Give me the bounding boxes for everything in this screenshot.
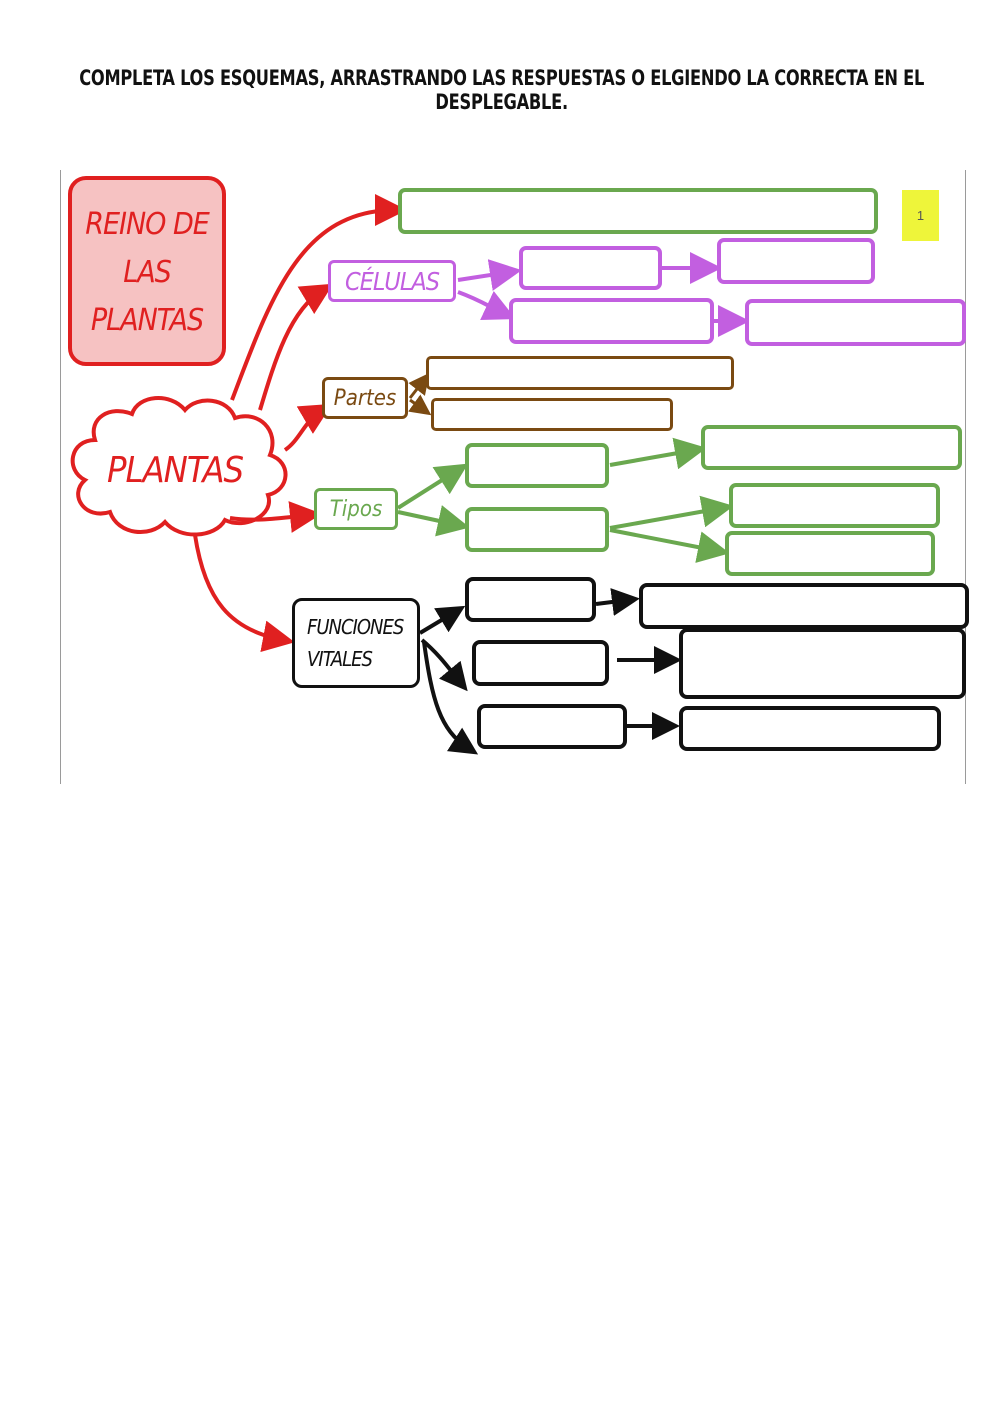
title-text: REINO DE LAS PLANTAS	[85, 207, 210, 338]
mag-arrow-1	[457, 259, 522, 291]
funciones-text: FUNCIONES VITALES	[307, 615, 404, 671]
tipos-label: Tipos	[314, 488, 398, 530]
drop-box-tipos-1[interactable]	[465, 443, 609, 488]
brown-arrow-1	[408, 372, 430, 399]
celulas-label: CÉLULAS	[328, 260, 456, 302]
drop-box-funciones-5[interactable]	[477, 704, 627, 749]
drop-box-funciones-2[interactable]	[639, 583, 969, 629]
center-label: PLANTAS	[106, 449, 244, 491]
drop-box-celulas-2[interactable]	[717, 238, 875, 284]
drop-box-funciones-6[interactable]	[679, 706, 941, 751]
red-arrow-partes	[283, 403, 333, 452]
partes-label: Partes	[322, 377, 408, 419]
green-arrow-5	[609, 528, 730, 563]
black-arrow-4	[595, 588, 640, 616]
drop-box-tipos-3[interactable]	[701, 425, 962, 470]
drop-box-tipos-5[interactable]	[725, 531, 935, 576]
drop-box-top[interactable]	[398, 188, 878, 234]
black-arrow-1	[418, 605, 466, 635]
green-arrow-2	[397, 505, 470, 537]
drop-box-celulas-4[interactable]	[745, 299, 966, 346]
title-box	[68, 176, 226, 366]
red-arrow-celulas	[258, 283, 334, 411]
brown-arrow-2	[408, 394, 432, 416]
drop-box-funciones-1[interactable]	[465, 577, 596, 622]
drop-box-funciones-4[interactable]	[679, 628, 966, 699]
drop-box-tipos-4[interactable]	[729, 483, 940, 528]
drop-box-partes-1[interactable]	[426, 356, 734, 390]
drop-box-celulas-1[interactable]	[519, 246, 662, 290]
instructions: COMPLETA LOS ESQUEMAS, ARRASTRANDO LAS R…	[79, 66, 925, 114]
drop-box-partes-2[interactable]	[431, 398, 673, 431]
black-arrow-2	[420, 638, 468, 692]
mag-arrow-2	[457, 290, 516, 320]
drop-box-tipos-2[interactable]	[465, 507, 609, 552]
title-label: REINO DE LAS PLANTAS	[74, 198, 220, 348]
red-arrow-top	[230, 194, 407, 401]
plantas-cloud	[70, 396, 288, 537]
green-arrow-1	[396, 463, 469, 510]
left-border	[60, 170, 61, 784]
black-arrow-3	[422, 641, 479, 755]
drop-box-funciones-3[interactable]	[472, 640, 609, 686]
drop-box-celulas-3[interactable]	[509, 298, 714, 344]
right-border	[965, 170, 966, 784]
page-number: 1	[902, 190, 939, 241]
red-arrow-funciones	[193, 534, 295, 653]
red-arrow-tipos	[229, 501, 322, 533]
funciones-label: FUNCIONES VITALES	[292, 598, 420, 688]
green-arrow-3	[609, 437, 707, 470]
green-arrow-4	[609, 495, 734, 530]
